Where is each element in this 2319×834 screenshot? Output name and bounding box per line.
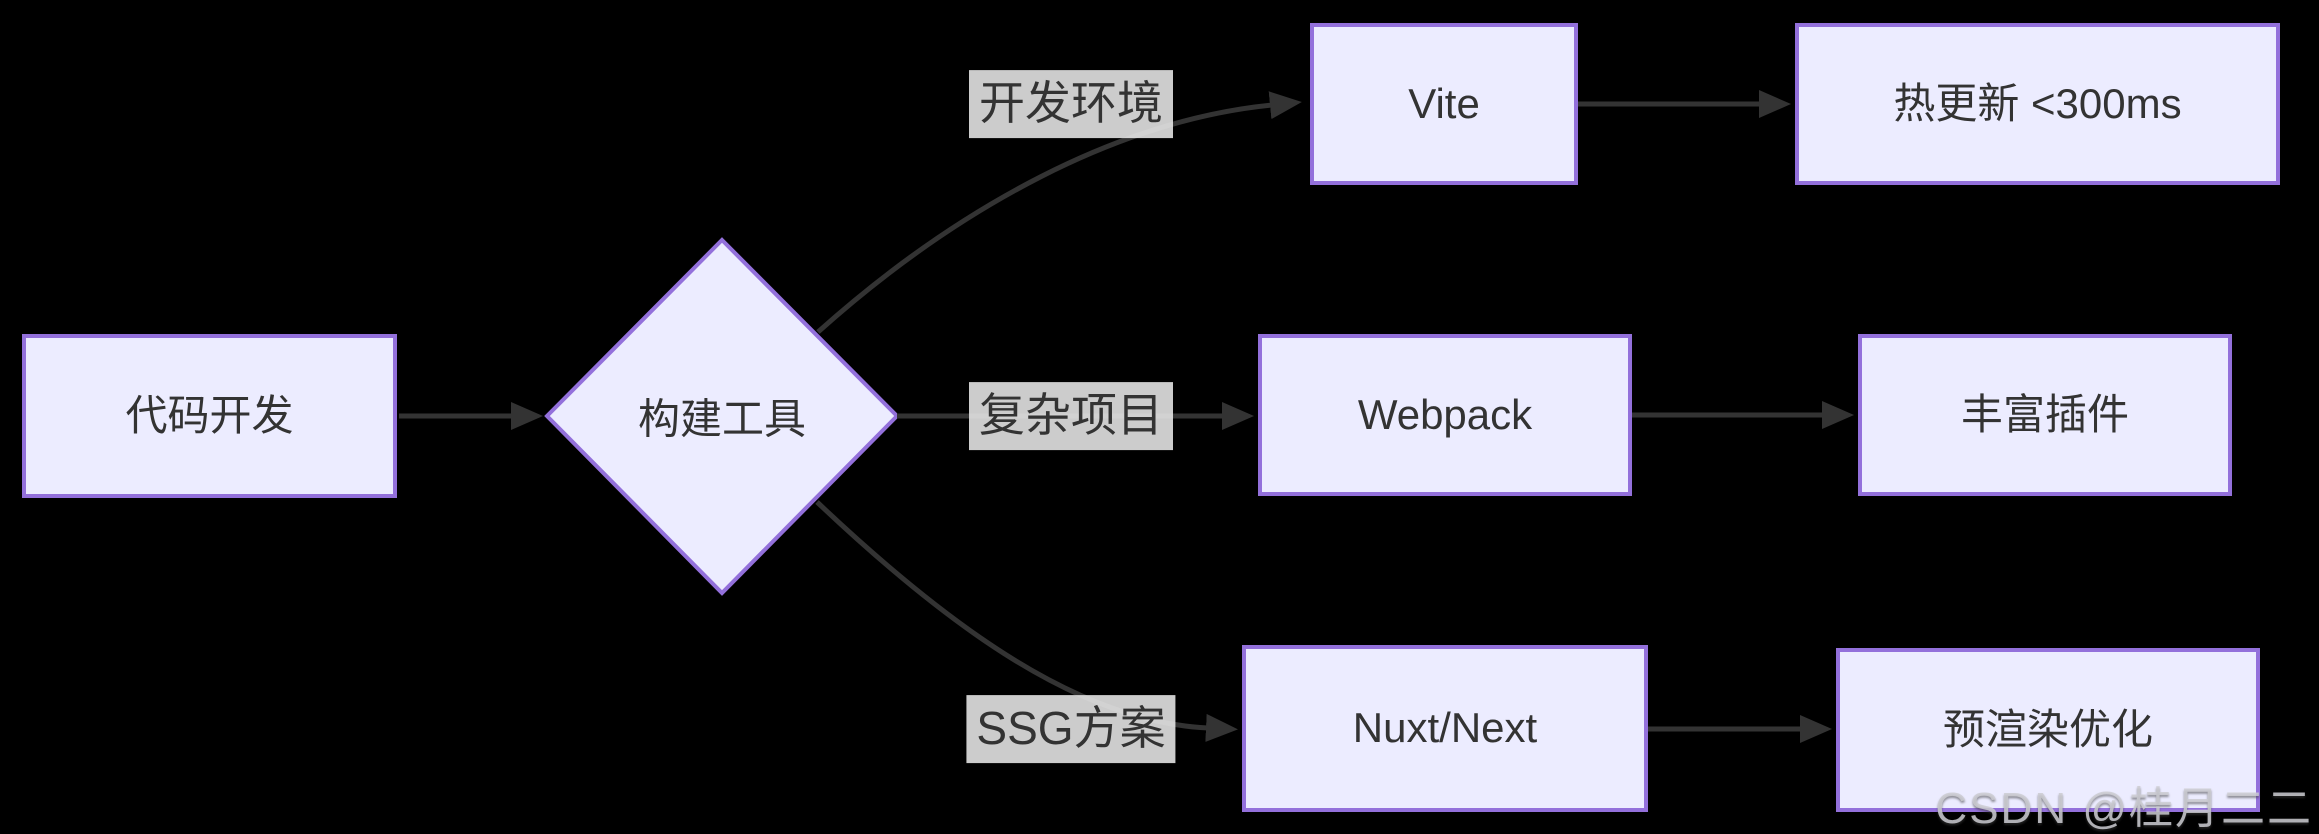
- node-rich-plugins: 丰富插件: [1858, 334, 2232, 496]
- node-hot-update: 热更新 <300ms: [1795, 23, 2280, 185]
- decision-diamond-shape: [544, 237, 900, 596]
- node-hot-update-label: 热更新 <300ms: [1893, 79, 2182, 127]
- node-prerender-optimization-label: 预渲染优化: [1942, 705, 2153, 753]
- node-prerender-optimization: 预渲染优化: [1836, 648, 2260, 812]
- node-vite-label: Vite: [1408, 79, 1480, 127]
- edge-label-complex-project: 复杂项目: [969, 382, 1173, 450]
- node-rich-plugins-label: 丰富插件: [1960, 390, 2129, 438]
- node-webpack-label: Webpack: [1357, 390, 1533, 438]
- edge-label-dev-env: 开发环境: [969, 70, 1173, 138]
- node-build-tools-decision-label: 构建工具: [637, 395, 807, 443]
- edge-label-ssg: SSG方案: [966, 695, 1176, 763]
- node-vite: Vite: [1310, 23, 1578, 185]
- node-code-dev: 代码开发: [22, 334, 397, 498]
- csdn-watermark: CSDN @桂月二二: [1935, 784, 2313, 833]
- node-webpack: Webpack: [1258, 334, 1632, 496]
- node-nuxt-next: Nuxt/Next: [1242, 645, 1648, 812]
- node-code-dev-label: 代码开发: [125, 391, 294, 439]
- node-nuxt-next-label: Nuxt/Next: [1352, 704, 1538, 752]
- edge-decision-to-vite: [816, 91, 1302, 334]
- edge-decision-to-nuxt: [815, 500, 1238, 742]
